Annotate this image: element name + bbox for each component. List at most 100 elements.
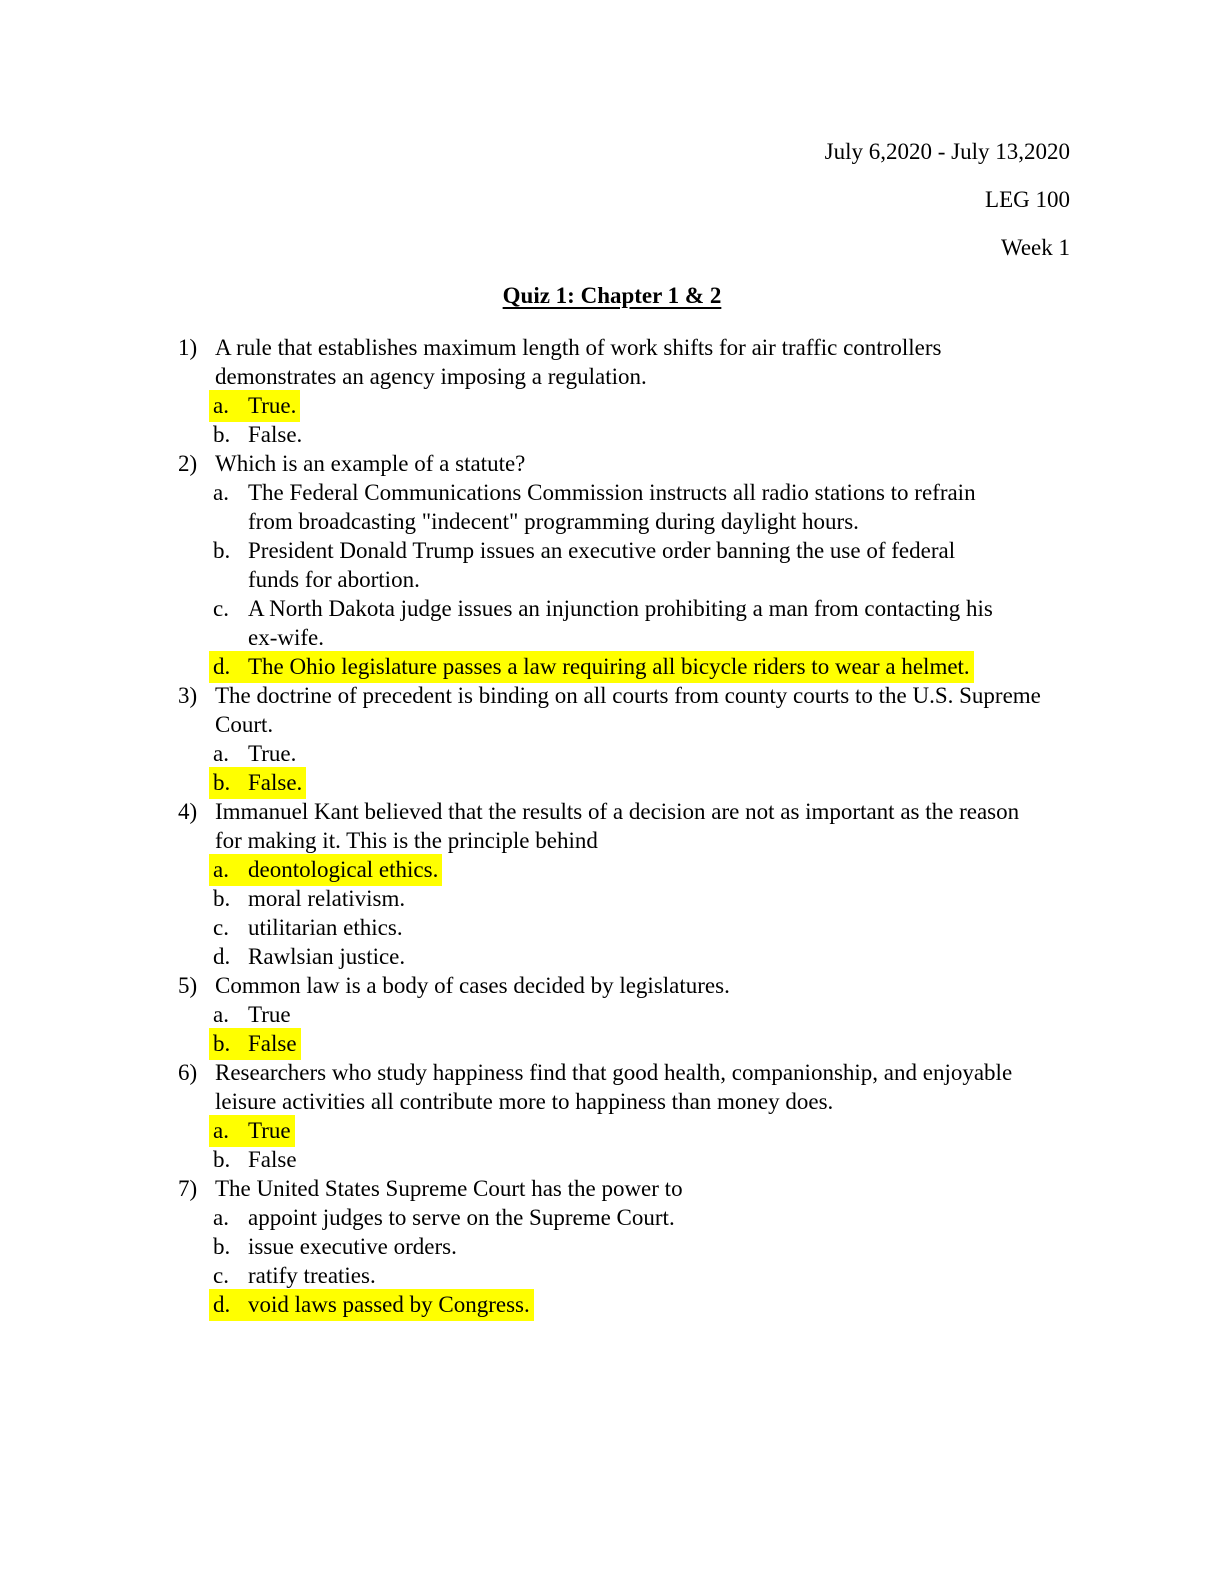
answer-option: a. appoint judges to serve on the Supreme…: [213, 1203, 1074, 1232]
option-text: The Federal Communications Commission in…: [248, 480, 976, 534]
option-letter: d.: [213, 1292, 231, 1317]
answer-option: a. deontological ethics.: [209, 854, 1074, 886]
answer-option: b. issue executive orders.: [213, 1232, 1074, 1261]
option-text: True.: [248, 393, 297, 418]
question-text: Common law is a body of cases decided by…: [215, 973, 730, 998]
answer-option-content: a.True.: [213, 741, 296, 766]
question-number: 2): [178, 451, 198, 476]
option-letter: b.: [213, 770, 231, 795]
highlighted-answer: d. The Ohio legislature passes a law requ…: [209, 651, 974, 683]
option-text: Rawlsian justice.: [248, 944, 406, 969]
question-text: The doctrine of precedent is binding on …: [215, 683, 1041, 737]
option-letter: a.: [213, 1205, 229, 1230]
option-text: issue executive orders.: [248, 1234, 457, 1259]
option-letter: b.: [213, 1234, 231, 1259]
option-letter: a.: [213, 857, 229, 882]
answer-option-content: b. False: [213, 1147, 297, 1172]
answer-option: d. Rawlsian justice.: [213, 942, 1074, 971]
option-letter: a.: [213, 1002, 229, 1027]
question-stem: 4) Immanuel Kant believed that the result…: [178, 797, 1074, 855]
option-letter: a.: [213, 480, 229, 505]
answer-option: a.True.: [213, 739, 1074, 768]
question-stem: 6) Researchers who study happiness find t…: [178, 1058, 1074, 1116]
option-letter: a.: [213, 1118, 229, 1143]
option-letter: b.: [213, 1031, 231, 1056]
question-text: The United States Supreme Court has the …: [215, 1176, 683, 1201]
highlighted-answer: a. True.: [209, 390, 301, 422]
question: 4) Immanuel Kant believed that the result…: [178, 797, 1074, 971]
answer-option: a. True: [213, 1000, 1074, 1029]
highlighted-answer: a. deontological ethics.: [209, 854, 443, 886]
answer-option: c. A North Dakota judge issues an injunct…: [213, 594, 1074, 652]
question-number: 4): [178, 799, 198, 824]
option-letter: b.: [213, 538, 231, 563]
option-text: moral relativism.: [248, 886, 406, 911]
question-number: 7): [178, 1176, 198, 1201]
question-number: 3): [178, 683, 198, 708]
option-text: True: [248, 1118, 291, 1143]
question-list: 1)A rule that establishes maximum length…: [178, 333, 1074, 1321]
document-header: July 6,2020 - July 13,2020 LEG 100 Week …: [0, 0, 1070, 272]
answer-option-content: b.President Donald Trump issues an execu…: [213, 538, 955, 592]
option-letter: c.: [213, 1263, 229, 1288]
option-letter: c.: [213, 915, 229, 940]
option-text: False: [248, 1031, 297, 1056]
answer-option-content: c. utilitarian ethics.: [213, 915, 403, 940]
option-text: deontological ethics.: [248, 857, 439, 882]
header-week: Week 1: [1000, 235, 1070, 260]
answer-option-content: a. appoint judges to serve on the Supreme…: [213, 1205, 675, 1230]
question-number: 5): [178, 973, 198, 998]
highlighted-answer: b. False: [209, 1028, 301, 1060]
option-text: appoint judges to serve on the Supreme C…: [248, 1205, 675, 1230]
question-stem: 2)Which is an example of a statute?: [178, 449, 1074, 478]
option-text: False.: [248, 422, 303, 447]
option-letter: c.: [213, 596, 229, 621]
option-text: utilitarian ethics.: [248, 915, 403, 940]
question-number: 6): [178, 1060, 198, 1085]
answer-option-content: a. True: [213, 1002, 291, 1027]
option-text: False.: [248, 770, 303, 795]
answer-option-content: b. False.: [213, 422, 302, 447]
question-text: Researchers who study happiness find tha…: [215, 1060, 1013, 1114]
option-letter: b.: [213, 886, 231, 911]
question-text: Immanuel Kant believed that the results …: [215, 799, 1020, 853]
question: 3) The doctrine of precedent is binding o…: [178, 681, 1074, 799]
answer-option-content: c.ratify treaties.: [213, 1263, 376, 1288]
answer-option: a. True: [209, 1115, 1074, 1147]
option-text: The Ohio legislature passes a law requir…: [248, 654, 970, 679]
option-text: A North Dakota judge issues an injunctio…: [248, 596, 993, 650]
answer-option: d. The Ohio legislature passes a law requ…: [209, 651, 1074, 683]
option-text: void laws passed by Congress.: [248, 1292, 530, 1317]
option-letter: a.: [213, 393, 229, 418]
option-letter: d.: [213, 654, 231, 679]
question-stem: 5) Common law is a body of cases decided …: [178, 971, 1074, 1000]
option-letter: d.: [213, 944, 231, 969]
question: 7) The United States Supreme Court has th…: [178, 1174, 1074, 1321]
question: 5) Common law is a body of cases decided …: [178, 971, 1074, 1060]
header-date-range: July 6,2020 - July 13,2020: [824, 139, 1070, 164]
quiz-title: Quiz 1: Chapter 1 & 2: [502, 283, 722, 308]
question-number: 1): [178, 335, 198, 360]
question-stem: 7) The United States Supreme Court has th…: [178, 1174, 1074, 1203]
option-letter: b.: [213, 1147, 231, 1172]
option-letter: a.: [213, 741, 229, 766]
highlighted-answer: a. True: [209, 1115, 295, 1147]
answer-option: a. True.: [209, 390, 1074, 422]
question: 6) Researchers who study happiness find t…: [178, 1058, 1074, 1174]
answer-option-content: d. Rawlsian justice.: [213, 944, 405, 969]
answer-option: a. The Federal Communications Commission …: [213, 478, 1074, 536]
option-text: True: [248, 1002, 291, 1027]
answer-option: b.President Donald Trump issues an execu…: [213, 536, 1074, 594]
highlighted-answer: b. False.: [209, 767, 307, 799]
answer-option: b. moral relativism.: [213, 884, 1074, 913]
highlighted-answer: d. void laws passed by Congress.: [209, 1289, 534, 1321]
answer-option-content: c. A North Dakota judge issues an injunct…: [213, 596, 993, 650]
option-letter: b.: [213, 422, 231, 447]
question: 2)Which is an example of a statute? a. Th…: [178, 449, 1074, 683]
question: 1)A rule that establishes maximum length…: [178, 333, 1074, 449]
answer-option: b. False: [209, 1028, 1074, 1060]
answer-option-content: b. moral relativism.: [213, 886, 405, 911]
answer-option: b. False: [213, 1145, 1074, 1174]
option-text: False: [248, 1147, 297, 1172]
